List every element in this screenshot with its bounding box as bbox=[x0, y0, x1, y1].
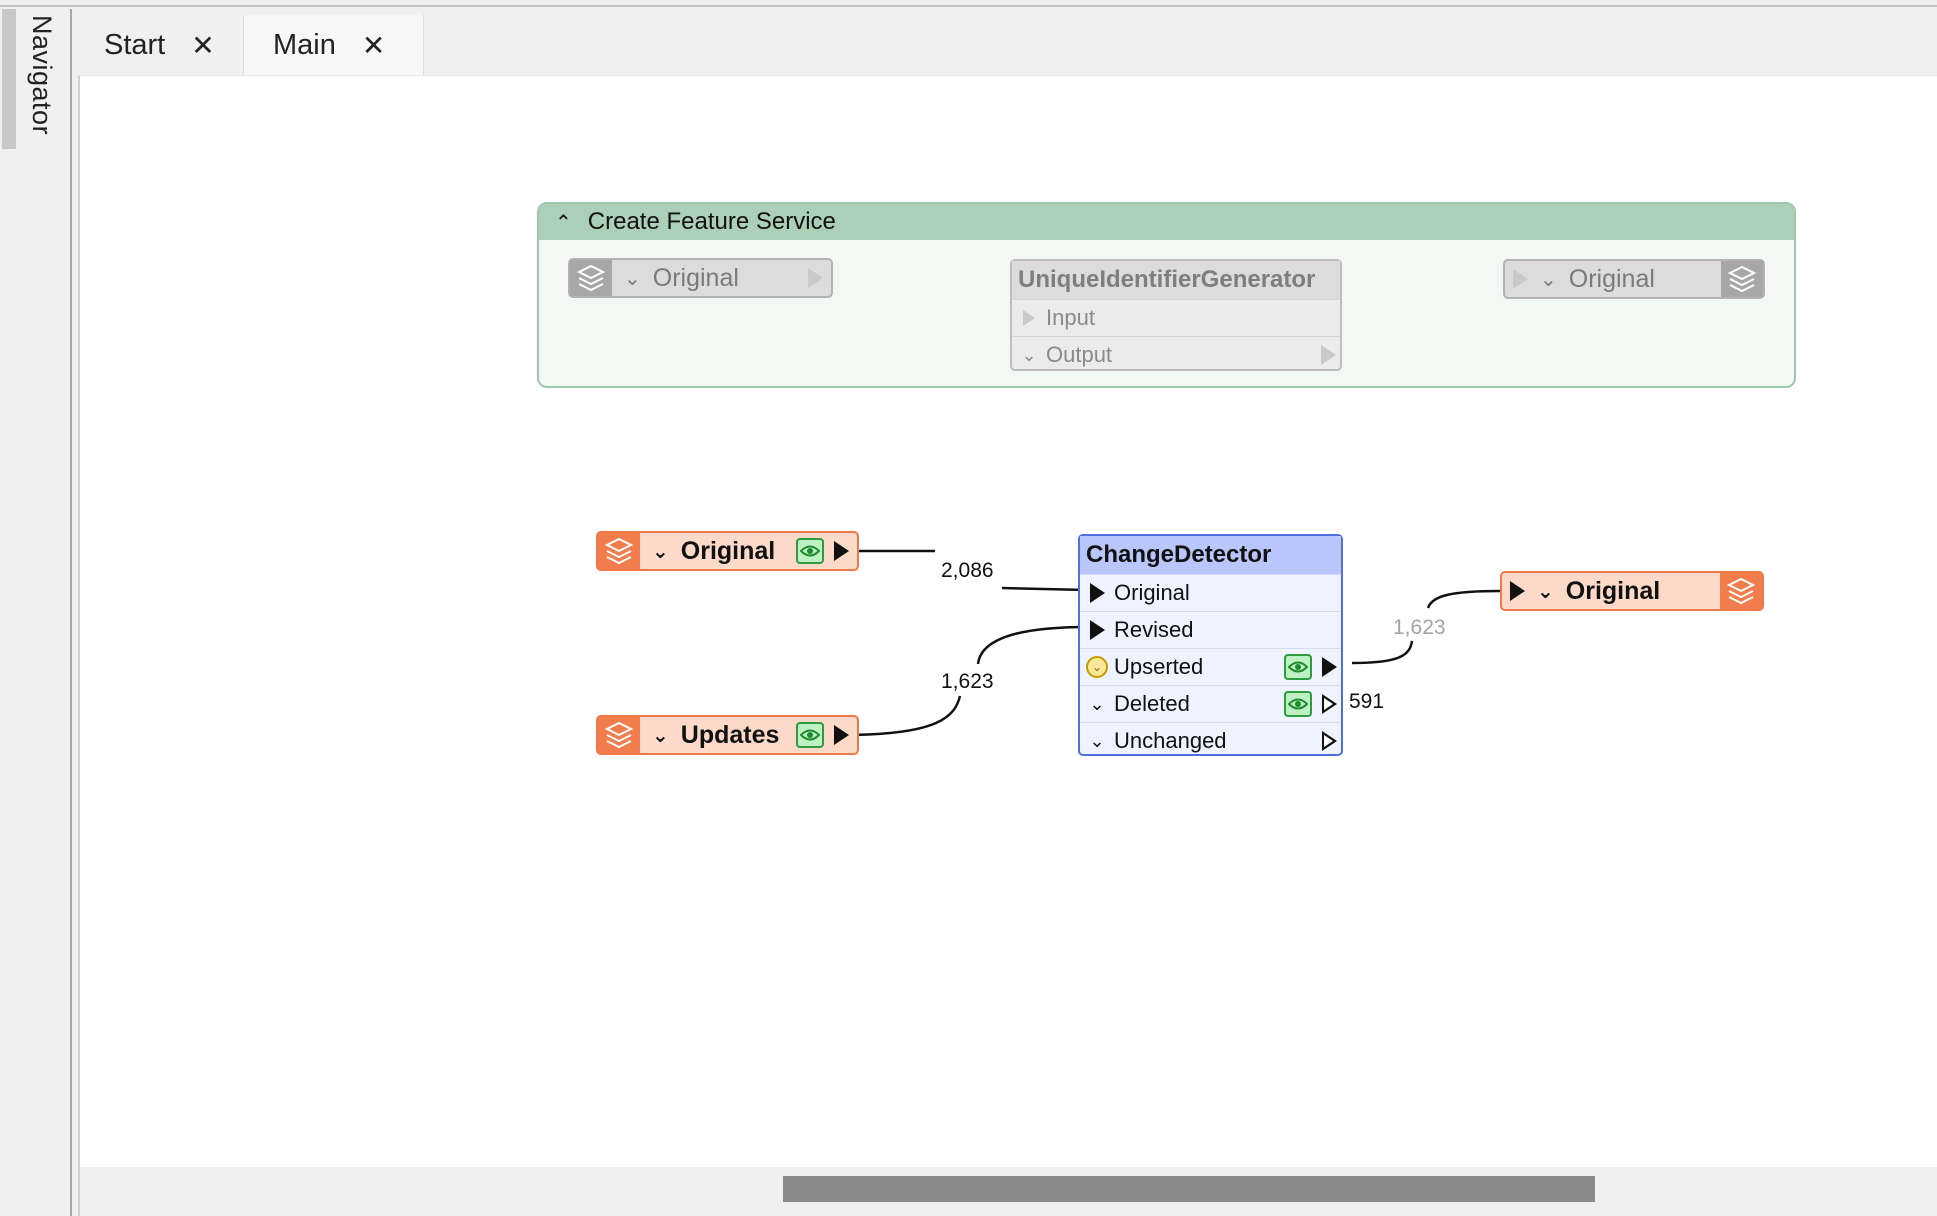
input-port-icon[interactable] bbox=[1080, 583, 1114, 603]
writer-label: Original bbox=[1565, 576, 1661, 605]
layers-icon bbox=[570, 260, 612, 296]
feature-count-label[interactable]: 1,623 bbox=[1393, 616, 1446, 639]
scrollbar-thumb[interactable] bbox=[783, 1176, 1595, 1202]
feature-count-label[interactable]: 1,623 bbox=[941, 670, 994, 693]
wire-upserted-upper bbox=[1426, 589, 1501, 609]
input-port-icon[interactable] bbox=[1012, 310, 1046, 326]
feature-count-label[interactable]: 2,086 bbox=[941, 559, 994, 582]
tab-start[interactable]: Start ✕ bbox=[104, 15, 254, 75]
input-port-icon[interactable] bbox=[1080, 620, 1114, 640]
close-icon[interactable]: ✕ bbox=[361, 28, 386, 62]
chevron-down-icon[interactable]: ⌄ bbox=[652, 539, 669, 563]
input-port-label: Input bbox=[1046, 305, 1095, 330]
inspect-eye-icon[interactable] bbox=[1284, 654, 1312, 680]
unique-identifier-generator-node[interactable]: UniqueIdentifierGenerator Input ⌄ Output bbox=[1010, 259, 1342, 371]
output-port-icon[interactable] bbox=[808, 268, 823, 288]
output-port-icon[interactable] bbox=[834, 541, 849, 561]
change-detector-node[interactable]: ChangeDetector Original Revised ⌄ Upsert… bbox=[1078, 534, 1343, 756]
reader-original-node[interactable]: ⌄ Original bbox=[596, 531, 859, 571]
output-port-icon[interactable] bbox=[1322, 657, 1337, 677]
tab-bar: Start ✕ Main ✕ bbox=[74, 9, 1937, 75]
input-port-row[interactable]: Original bbox=[1080, 574, 1341, 611]
output-port-label: Upserted bbox=[1114, 654, 1204, 679]
reader-updates-node[interactable]: ⌄ Updates bbox=[596, 715, 859, 755]
input-port-icon[interactable] bbox=[1510, 581, 1525, 601]
input-port-icon[interactable] bbox=[1513, 269, 1528, 289]
close-icon[interactable]: ✕ bbox=[191, 28, 215, 62]
chevron-down-icon[interactable]: ⌄ bbox=[1540, 267, 1557, 291]
layers-icon bbox=[598, 717, 640, 753]
reader-label: Original bbox=[652, 263, 739, 292]
writer-original-node[interactable]: ⌄ Original bbox=[1500, 571, 1764, 611]
bookmark-header[interactable]: ⌃ Create Feature Service bbox=[539, 204, 1794, 240]
inspect-eye-icon[interactable] bbox=[1284, 691, 1312, 717]
output-port-row[interactable]: ⌄ Deleted bbox=[1080, 685, 1341, 722]
feature-count-label[interactable]: 591 bbox=[1349, 690, 1385, 713]
chevron-down-icon[interactable]: ⌄ bbox=[1021, 344, 1037, 366]
chevron-down-icon[interactable]: ⌄ bbox=[1089, 730, 1105, 752]
inspect-eye-icon[interactable] bbox=[796, 722, 824, 748]
tab-label: Start bbox=[104, 28, 166, 61]
chevron-down-icon[interactable]: ⌄ bbox=[1089, 693, 1105, 715]
input-port-row[interactable]: Revised bbox=[1080, 611, 1341, 648]
chevron-up-icon[interactable]: ⌃ bbox=[555, 210, 572, 234]
tab-main[interactable]: Main ✕ bbox=[243, 15, 424, 75]
horizontal-scrollbar[interactable] bbox=[78, 1167, 1937, 1216]
output-port-label: Unchanged bbox=[1114, 728, 1227, 753]
tab-label: Main bbox=[273, 28, 336, 61]
output-port-row[interactable]: ⌄ Upserted bbox=[1080, 648, 1341, 685]
wire-updates-upper bbox=[976, 625, 1089, 665]
output-port-label: Deleted bbox=[1114, 691, 1190, 716]
input-port-label: Revised bbox=[1114, 617, 1194, 642]
collapsed-chevron-icon[interactable]: ⌄ bbox=[1086, 656, 1108, 678]
output-port-icon[interactable] bbox=[834, 725, 849, 745]
navigator-handle[interactable] bbox=[2, 9, 16, 149]
chevron-down-icon[interactable]: ⌄ bbox=[1537, 579, 1554, 603]
layers-icon bbox=[598, 533, 640, 569]
output-port-icon[interactable] bbox=[1322, 731, 1337, 751]
transformer-title: UniqueIdentifierGenerator bbox=[1012, 261, 1340, 299]
reader-label: Updates bbox=[680, 720, 780, 749]
output-port-label: Output bbox=[1046, 342, 1113, 367]
chevron-down-icon[interactable]: ⌄ bbox=[624, 266, 641, 290]
workspace-canvas[interactable]: ⌃ Create Feature Service ⌄ Original Uniq… bbox=[78, 75, 1937, 1167]
layers-icon bbox=[1720, 573, 1762, 609]
output-port-row[interactable]: ⌄ Output bbox=[1012, 336, 1340, 373]
output-port-row[interactable]: ⌄ Unchanged bbox=[1080, 722, 1341, 759]
reader-label: Original bbox=[680, 536, 776, 565]
navigator-panel-tab[interactable]: Navigator bbox=[0, 9, 72, 1216]
wire-upserted-lower bbox=[1351, 640, 1414, 665]
bookmark-writer-node[interactable]: ⌄ Original bbox=[1503, 259, 1765, 299]
wire-original-bottom bbox=[1001, 586, 1088, 592]
layers-icon bbox=[1721, 261, 1763, 297]
navigator-label[interactable]: Navigator bbox=[27, 15, 57, 136]
top-border bbox=[0, 0, 1937, 7]
transformer-title: ChangeDetector bbox=[1080, 536, 1341, 574]
wire-updates-lower bbox=[842, 695, 962, 737]
bookmark-reader-node[interactable]: ⌄ Original bbox=[568, 258, 833, 298]
inspect-eye-icon[interactable] bbox=[796, 538, 824, 564]
input-port-row[interactable]: Input bbox=[1012, 299, 1340, 336]
output-port-icon[interactable] bbox=[1322, 694, 1337, 714]
output-port-icon[interactable] bbox=[1321, 345, 1336, 365]
bookmark-title: Create Feature Service bbox=[587, 208, 836, 235]
writer-label: Original bbox=[1568, 264, 1655, 293]
input-port-label: Original bbox=[1114, 580, 1190, 605]
chevron-down-icon[interactable]: ⌄ bbox=[652, 723, 669, 747]
